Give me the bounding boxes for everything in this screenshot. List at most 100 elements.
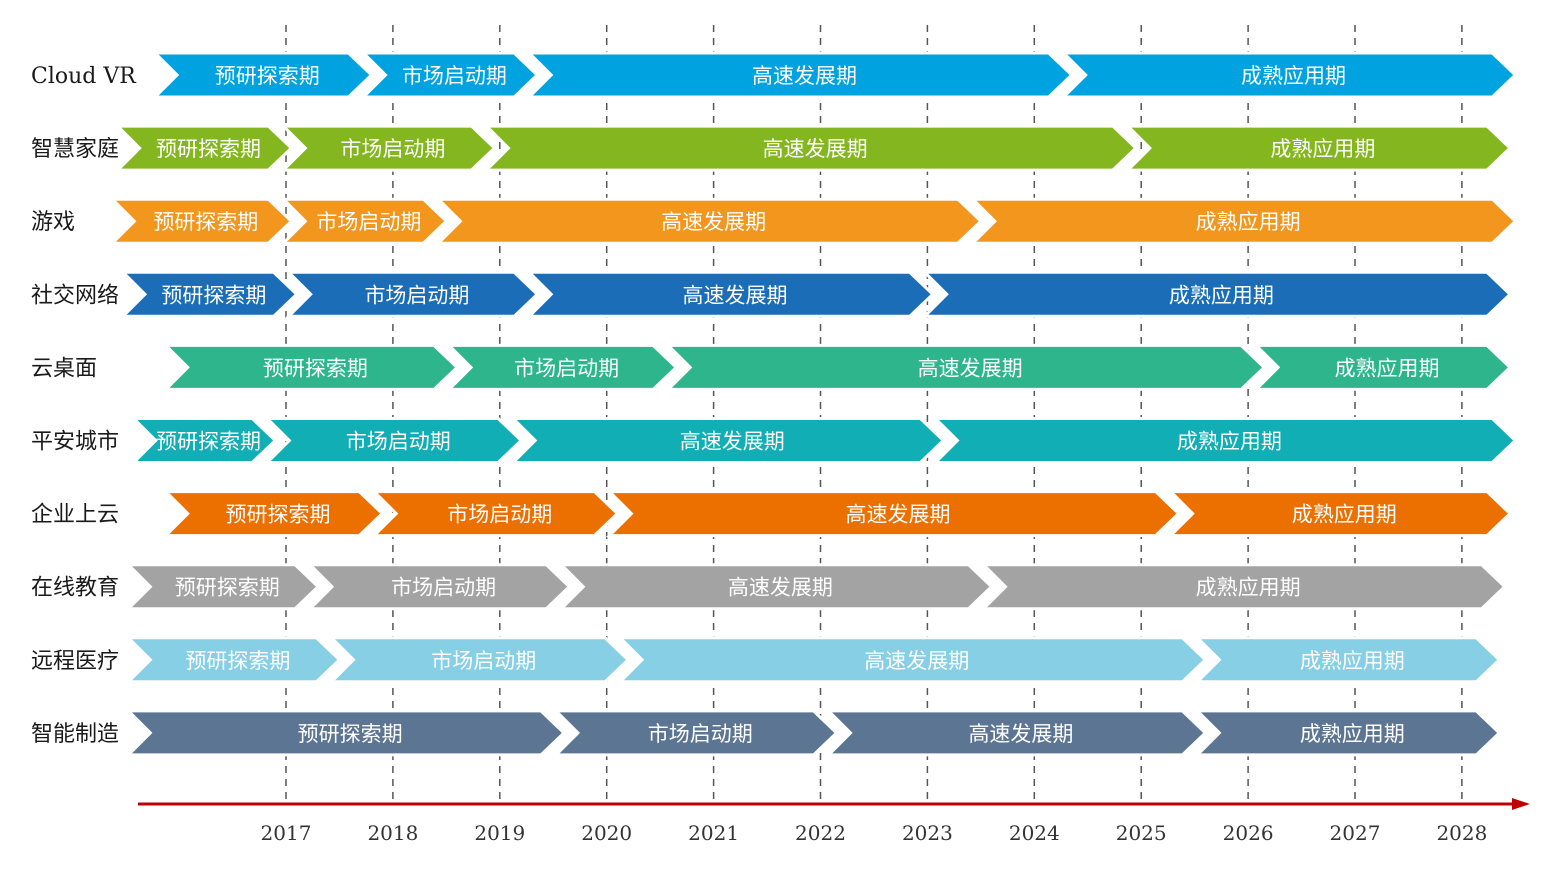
phase-label: 高速发展期 [752, 64, 857, 88]
phase-label: 成熟应用期 [1300, 722, 1405, 746]
phase-label: 成熟应用期 [1300, 649, 1405, 673]
row-label: Cloud VR [31, 64, 137, 89]
phase-bar [921, 270, 1513, 318]
phase-bar [114, 124, 294, 172]
phase-bar [552, 709, 839, 757]
phase-label: 高速发展期 [864, 649, 969, 673]
row-label: 远程医疗 [31, 649, 119, 674]
phase-bar [124, 563, 321, 611]
x-tick-label: 2023 [902, 821, 953, 845]
phase-bar [525, 51, 1074, 99]
phase-bar [130, 417, 278, 464]
row-label: 智能制造 [31, 722, 119, 747]
x-tick-label: 2025 [1116, 821, 1167, 845]
phase-bar [1193, 636, 1502, 684]
phase-label: 高速发展期 [682, 283, 787, 307]
phase-label: 成熟应用期 [1335, 356, 1440, 380]
phase-bar [616, 636, 1208, 684]
phase-label: 市场启动期 [391, 576, 496, 600]
x-tick-label: 2018 [367, 821, 418, 845]
phase-label: 成熟应用期 [1270, 137, 1375, 161]
phase-label: 预研探索期 [225, 503, 330, 527]
phase-bar [359, 51, 540, 99]
phase-bar [306, 563, 572, 611]
phase-bar [664, 343, 1267, 391]
phase-bar [1124, 124, 1513, 172]
x-tick-label: 2017 [261, 821, 312, 845]
phase-bar [285, 270, 540, 318]
phase-bar [327, 636, 631, 684]
phase-bar [969, 197, 1518, 245]
phase-bar [1166, 490, 1513, 538]
phase-bar [525, 270, 935, 318]
phase-bar [824, 709, 1208, 757]
phase-label: 成熟应用期 [1241, 64, 1346, 88]
phase-bar [605, 490, 1181, 538]
phase-label: 高速发展期 [680, 430, 785, 454]
phase-label: 高速发展期 [728, 576, 833, 600]
phase-bar [108, 197, 294, 245]
phase-label: 预研探索期 [263, 356, 368, 380]
row-label: 在线教育 [31, 576, 119, 601]
phase-bar [162, 343, 460, 391]
x-tick-label: 2028 [1436, 821, 1487, 845]
phase-label: 市场启动期 [346, 430, 451, 454]
x-tick-label: 2022 [795, 821, 846, 845]
phase-bar [445, 343, 679, 391]
phase-label: 预研探索期 [185, 649, 290, 673]
phase-label: 市场启动期 [514, 356, 619, 380]
phase-bar [509, 417, 946, 464]
phase-bar [124, 636, 342, 684]
phase-label: 成熟应用期 [1292, 503, 1397, 527]
phase-label: 预研探索期 [175, 576, 280, 600]
phase-bar [557, 563, 994, 611]
row-label: 游戏 [31, 210, 75, 235]
row-label: 云桌面 [31, 356, 97, 381]
phase-bar [979, 563, 1507, 611]
bar-layer [108, 51, 1518, 757]
phase-label: 预研探索期 [153, 210, 258, 234]
phase-label: 市场启动期 [340, 137, 445, 161]
x-tick-label: 2019 [474, 821, 525, 845]
row-label: 智慧家庭 [31, 137, 119, 162]
phase-label: 高速发展期 [763, 137, 868, 161]
phase-bar [124, 709, 567, 757]
row-label: 社交网络 [31, 283, 119, 308]
phase-label: 成熟应用期 [1169, 283, 1274, 307]
phase-label: 预研探索期 [215, 64, 320, 88]
phase-bar [1193, 709, 1502, 757]
phase-label: 预研探索期 [161, 283, 266, 307]
phase-bar [1252, 343, 1513, 391]
x-tick-label: 2024 [1009, 821, 1060, 845]
phase-label: 成熟应用期 [1196, 210, 1301, 234]
phase-label: 市场启动期 [447, 503, 552, 527]
phase-bar [263, 417, 524, 464]
phase-label: 高速发展期 [968, 722, 1073, 746]
phase-label: 高速发展期 [918, 356, 1023, 380]
phase-label: 预研探索期 [298, 722, 403, 746]
phase-label: 成熟应用期 [1177, 430, 1282, 454]
phase-label: 高速发展期 [661, 210, 766, 234]
phase-label: 市场启动期 [364, 283, 469, 307]
x-axis-arrow [1512, 798, 1530, 810]
phase-bar [370, 490, 620, 538]
phase-label: 预研探索期 [156, 137, 261, 161]
x-tick-label: 2026 [1223, 821, 1274, 845]
x-tick-label: 2020 [581, 821, 632, 845]
phase-label: 预研探索期 [156, 430, 261, 454]
phase-bar [1060, 51, 1518, 99]
phase-bar [279, 197, 449, 245]
phase-bar [434, 197, 984, 245]
phase-bar [162, 490, 385, 538]
phase-label: 高速发展期 [846, 503, 951, 527]
phase-bar [279, 124, 497, 172]
phase-bar [151, 51, 374, 99]
row-label: 平安城市 [31, 430, 119, 455]
phase-label: 市场启动期 [316, 210, 421, 234]
phase-label: 市场启动期 [402, 64, 507, 88]
x-tick-label: 2027 [1330, 821, 1381, 845]
phase-bar [119, 270, 299, 318]
